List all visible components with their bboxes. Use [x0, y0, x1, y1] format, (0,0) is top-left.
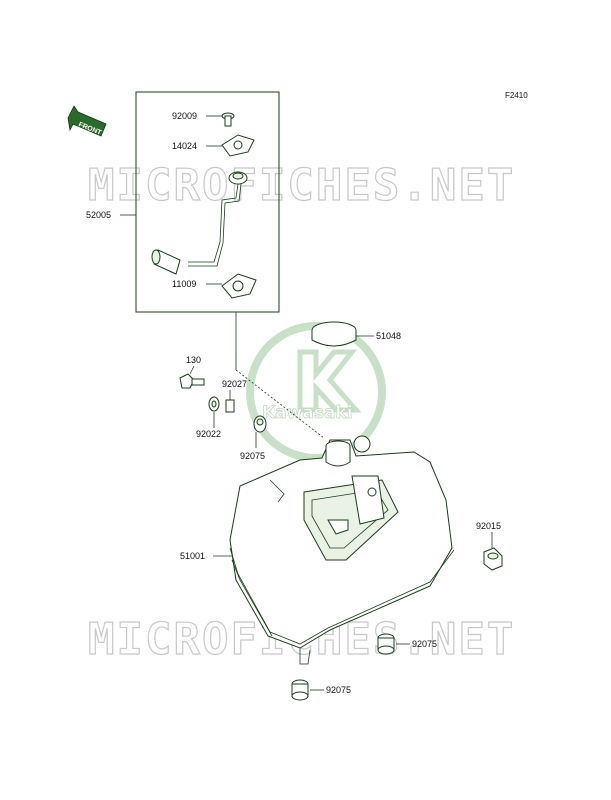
- callout-52005: 52005: [86, 210, 111, 220]
- washer-92022: [208, 396, 220, 412]
- bolt-130: [179, 373, 205, 389]
- nut-92015: [483, 547, 503, 571]
- screw-92009: [221, 112, 235, 127]
- callout-92015: 92015: [476, 521, 501, 531]
- callout-51048: 51048: [376, 331, 401, 341]
- watermark-top: MICROFICHES.NET: [88, 160, 515, 211]
- callout-11009: 11009: [172, 279, 196, 289]
- damper-92075-bottom: [291, 679, 309, 701]
- damper-92075-upper: [253, 415, 267, 433]
- fuel-cap-51048: [311, 321, 357, 347]
- callout-130: 130: [186, 355, 201, 365]
- callout-92075-upper: 92075: [240, 451, 265, 461]
- brand-watermark: Kawasaki: [262, 403, 353, 423]
- fuel-gauge-sender: [151, 171, 248, 275]
- callout-92075-bottom: 92075: [326, 685, 351, 695]
- callout-14024: 14024: [172, 141, 197, 151]
- fuel-gauge-assembly-frame: [135, 91, 280, 313]
- callout-92009: 92009: [172, 111, 197, 121]
- callout-51001: 51001: [180, 551, 205, 561]
- damper-92075-right: [377, 633, 395, 655]
- front-arrow-icon: FRONT: [67, 105, 107, 137]
- fuel-tank-51001: [229, 435, 455, 665]
- callout-92022: 92022: [196, 429, 221, 439]
- collar-92027: [225, 399, 235, 413]
- gasket-11009: [221, 273, 257, 299]
- diagram-code: F2410: [505, 91, 528, 100]
- callout-92075-right: 92075: [412, 639, 437, 649]
- callout-92027: 92027: [222, 379, 247, 389]
- plate-14024: [221, 134, 255, 157]
